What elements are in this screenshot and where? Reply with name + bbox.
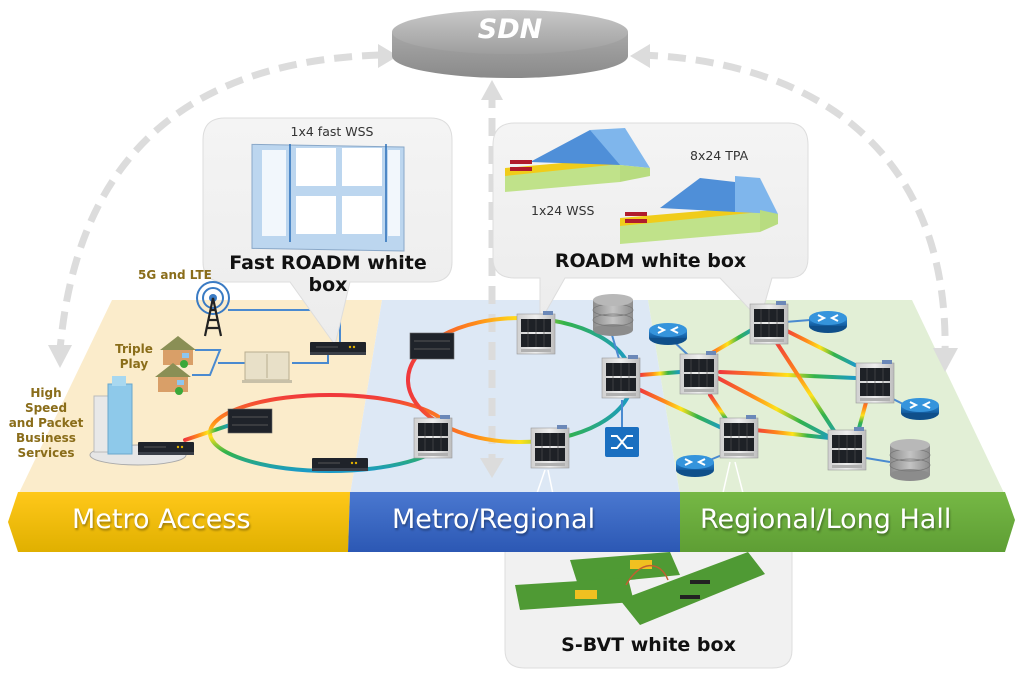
arrow-heads bbox=[48, 44, 958, 478]
roadm-node-icon bbox=[827, 426, 867, 471]
segment-label-metro-access: Metro Access bbox=[72, 504, 251, 535]
sdn-arrow-left bbox=[56, 51, 381, 351]
router-icon bbox=[648, 322, 688, 346]
roadm-callout bbox=[492, 122, 809, 324]
segment-label-metro-regional: Metro/Regional bbox=[392, 504, 596, 535]
roadm-node-icon bbox=[749, 300, 789, 345]
band-regional-longhaul bbox=[680, 492, 1015, 552]
database-icon bbox=[889, 438, 931, 482]
link bbox=[753, 428, 832, 440]
sdn-control-arrows bbox=[56, 51, 949, 462]
router-icon bbox=[900, 397, 940, 421]
wss-caption: 1x24 WSS bbox=[531, 203, 595, 218]
access-switch-icon bbox=[311, 457, 369, 472]
router-icon bbox=[808, 310, 848, 334]
router-icon bbox=[675, 454, 715, 478]
arrowhead-right-bottom bbox=[933, 348, 958, 372]
arrowhead-center-bottom bbox=[480, 458, 504, 478]
link bbox=[773, 338, 842, 442]
house-icon bbox=[160, 336, 196, 368]
arrowhead-center-top bbox=[481, 80, 503, 100]
database-icon bbox=[592, 293, 634, 337]
segment-bands bbox=[8, 492, 1015, 552]
cell-tower-icon bbox=[196, 281, 230, 337]
sbvt-title: S-BVT white box bbox=[561, 634, 736, 656]
sbvt-callout bbox=[504, 461, 793, 669]
link bbox=[783, 328, 857, 367]
wss-module-image-1 bbox=[505, 128, 650, 192]
sdn-controller[interactable] bbox=[392, 10, 628, 78]
sdn-arrow-right bbox=[639, 51, 949, 356]
arrowhead-left-bottom bbox=[48, 345, 72, 368]
wireless-service-label: 5G and LTE bbox=[138, 268, 212, 282]
crossconnect-icon bbox=[605, 427, 639, 457]
sbvt-boards-image bbox=[515, 552, 765, 625]
band-metro-regional bbox=[348, 492, 680, 552]
fast-roadm-title: Fast ROADM white box bbox=[229, 252, 427, 296]
tpa-caption: 8x24 TPA bbox=[690, 148, 749, 163]
fast-roadm-callout bbox=[202, 117, 453, 347]
roadm-title: ROADM white box bbox=[554, 250, 747, 272]
roadm-node-icon bbox=[679, 350, 719, 395]
house-icon bbox=[155, 363, 191, 395]
access-switch-icon bbox=[137, 441, 195, 456]
aggregation-switch-icon bbox=[227, 408, 273, 434]
roadm-node-icon bbox=[530, 424, 570, 469]
roadm-node-icon bbox=[601, 354, 641, 399]
access-switch-icon bbox=[309, 341, 367, 356]
fast-wss-caption: 1x4 fast WSS bbox=[290, 124, 374, 139]
roadm-node-icon bbox=[413, 414, 453, 459]
business-services-label: High Speed and Packet Business Services bbox=[8, 386, 84, 460]
roadm-node-icon bbox=[719, 414, 759, 459]
metro-switch-icon bbox=[409, 332, 455, 360]
link bbox=[638, 388, 724, 430]
arrowhead-right-top bbox=[630, 44, 650, 68]
link bbox=[716, 376, 837, 442]
band-metro-access bbox=[8, 492, 350, 552]
roadm-node-icon bbox=[855, 359, 895, 404]
link bbox=[183, 423, 232, 442]
tpa-module-image-2 bbox=[620, 176, 778, 244]
roadm-node-icon bbox=[516, 310, 556, 355]
sdn-label: SDN bbox=[477, 14, 543, 45]
wss-schematic-image bbox=[251, 143, 405, 252]
triple-play-label: Triple Play bbox=[115, 342, 153, 371]
segment-label-regional-longhaul: Regional/Long Hall bbox=[700, 504, 952, 535]
link bbox=[718, 370, 857, 380]
arrowhead-left-top bbox=[378, 44, 398, 68]
link bbox=[638, 370, 682, 377]
street-cabinet-icon bbox=[242, 351, 292, 383]
